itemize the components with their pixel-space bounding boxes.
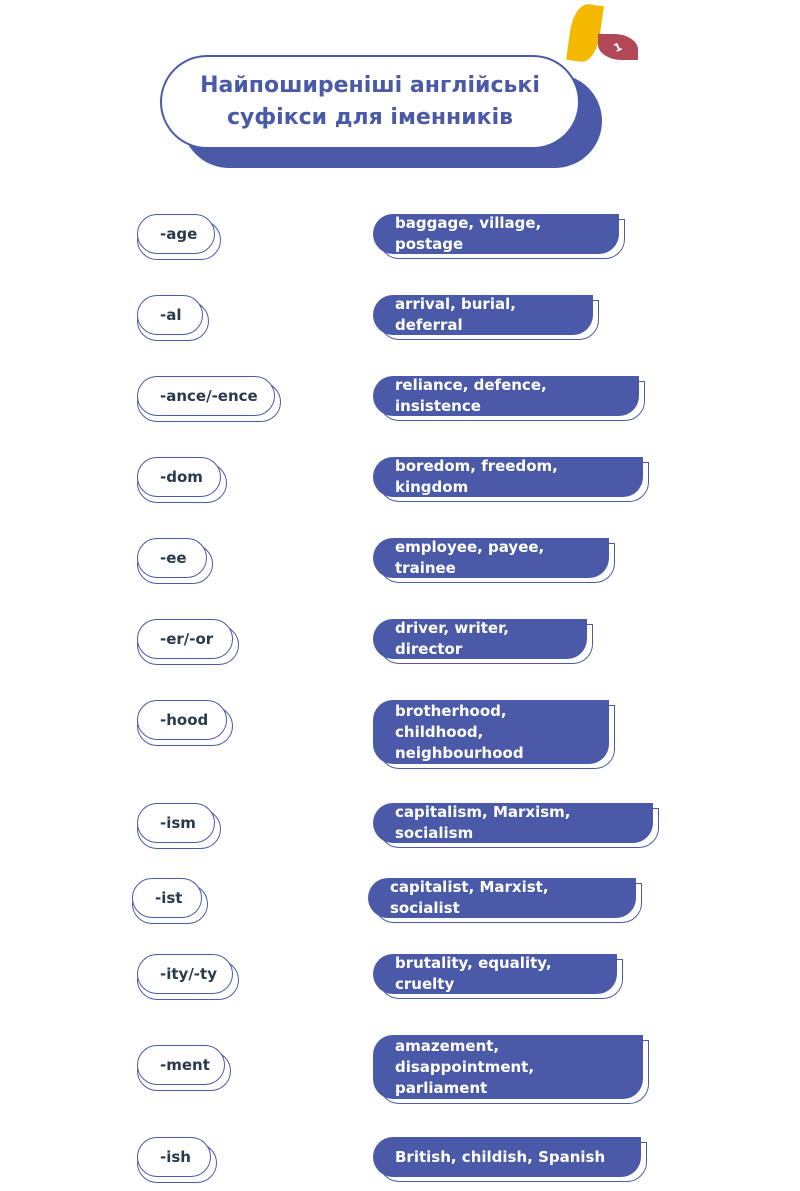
examples-label: boredom, freedom, kingdom <box>373 457 643 497</box>
suffix-chip: -ment <box>137 1045 231 1091</box>
examples-chip: brotherhood, childhood, neighbourhood <box>373 700 615 769</box>
suffix-label: -ee <box>137 538 207 578</box>
examples-label: employee, payee, trainee <box>373 538 609 578</box>
examples-label: driver, writer, director <box>373 619 587 659</box>
suffix-chip: -dom <box>137 457 227 503</box>
examples-label: arrival, burial, deferral <box>373 295 593 335</box>
suffix-label: -dom <box>137 457 221 497</box>
suffix-chip: -ist <box>132 878 208 924</box>
suffix-chip: -hood <box>137 700 233 746</box>
title-box: Найпоширеніші англійські суфікси для іме… <box>160 55 580 149</box>
examples-chip: amazement, disappointment, parliament <box>373 1035 649 1104</box>
examples-label: reliance, defence, insistence <box>373 376 639 416</box>
examples-label: baggage, village, postage <box>373 214 619 254</box>
examples-label: brutality, equality, cruelty <box>373 954 617 994</box>
examples-chip: boredom, freedom, kingdom <box>373 457 649 502</box>
examples-chip: driver, writer, director <box>373 619 593 664</box>
examples-chip: arrival, burial, deferral <box>373 295 599 340</box>
suffix-chip: -ism <box>137 803 221 849</box>
examples-chip: baggage, village, postage <box>373 214 625 259</box>
suffix-label: -age <box>137 214 215 254</box>
examples-label: capitalism, Marxism, socialism <box>373 803 653 843</box>
examples-label: amazement, disappointment, parliament <box>373 1035 643 1099</box>
suffix-chip: -ance/-ence <box>137 376 281 422</box>
suffix-label: -ist <box>132 878 202 918</box>
suffix-chip: -age <box>137 214 221 260</box>
badge-number: 1 <box>611 39 625 55</box>
suffix-chip: -ity/-ty <box>137 954 239 1000</box>
examples-chip: reliance, defence, insistence <box>373 376 645 421</box>
examples-label: British, childish, Spanish <box>373 1137 641 1177</box>
suffix-chip: -er/-or <box>137 619 239 665</box>
examples-label: brotherhood, childhood, neighbourhood <box>373 700 609 764</box>
examples-chip: employee, payee, trainee <box>373 538 615 583</box>
suffix-label: -ism <box>137 803 215 843</box>
suffix-chip: -ish <box>137 1137 217 1183</box>
suffix-label: -er/-or <box>137 619 233 659</box>
examples-label: capitalist, Marxist, socialist <box>368 878 636 918</box>
examples-chip: British, childish, Spanish <box>373 1137 647 1182</box>
suffix-chip: -ee <box>137 538 213 584</box>
suffix-label: -ish <box>137 1137 211 1177</box>
suffix-label: -ity/-ty <box>137 954 233 994</box>
red-leaf-badge: 1 <box>598 34 638 60</box>
examples-chip: capitalist, Marxist, socialist <box>368 878 642 923</box>
yellow-leaf-icon <box>566 2 604 64</box>
page-title: Найпоширеніші англійські суфікси для іме… <box>200 73 540 130</box>
examples-chip: capitalism, Marxism, socialism <box>373 803 659 848</box>
examples-chip: brutality, equality, cruelty <box>373 954 623 999</box>
suffix-label: -ment <box>137 1045 225 1085</box>
suffix-label: -al <box>137 295 203 335</box>
suffix-label: -ance/-ence <box>137 376 275 416</box>
suffix-chip: -al <box>137 295 209 341</box>
suffix-label: -hood <box>137 700 227 740</box>
